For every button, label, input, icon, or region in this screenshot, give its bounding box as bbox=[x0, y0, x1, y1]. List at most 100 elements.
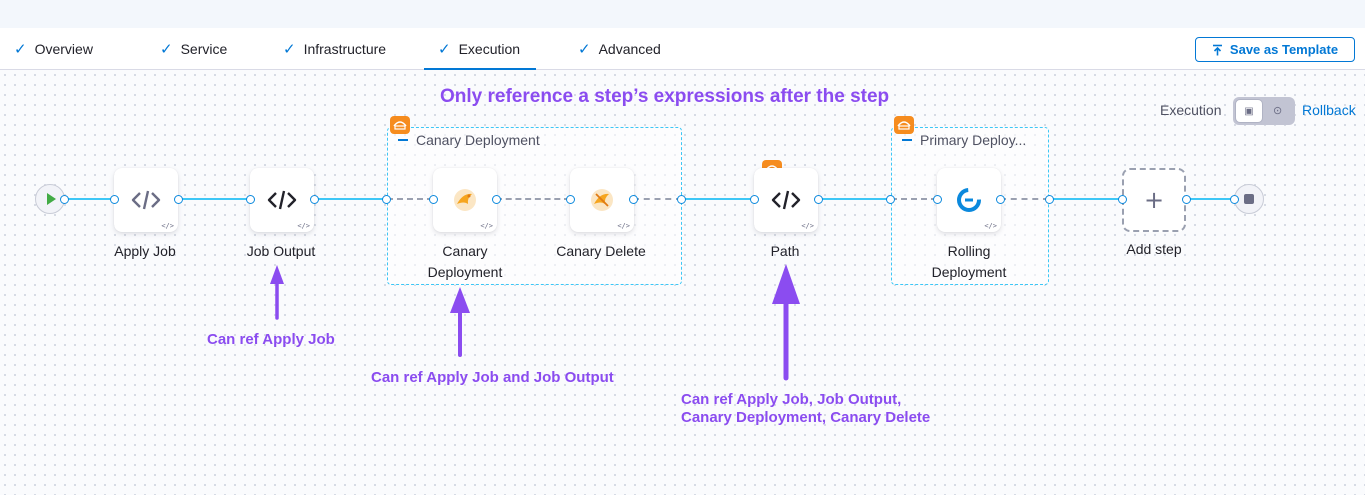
arrow-job-output bbox=[270, 265, 284, 320]
step-group-icon bbox=[390, 116, 410, 134]
save-as-template-button[interactable]: Save as Template bbox=[1195, 37, 1355, 62]
tab-infrastructure[interactable]: ✓ Infrastructure bbox=[283, 28, 386, 70]
rollback-view-icon: ⊙ bbox=[1273, 105, 1283, 117]
step-group-label: Canary Deployment bbox=[416, 132, 540, 148]
connector-port bbox=[629, 194, 638, 204]
execution-label: Execution bbox=[1160, 102, 1222, 118]
step-label-path: Path bbox=[770, 243, 800, 259]
canary-deploy-icon bbox=[454, 189, 476, 211]
step-group-label: Primary Deploy... bbox=[920, 132, 1027, 148]
step-label-canary-delete: Canary Delete bbox=[556, 243, 646, 259]
code-mini-icon: </> bbox=[480, 222, 493, 230]
tab-label: Infrastructure bbox=[303, 41, 387, 57]
code-mini-icon: </> bbox=[801, 222, 814, 230]
tab-label: Service bbox=[180, 41, 228, 57]
execution-view-icon: ▣ bbox=[1235, 99, 1263, 123]
step-label-apply-job: Apply Job bbox=[114, 243, 176, 259]
connector-port bbox=[246, 194, 255, 204]
connector-line-dashed bbox=[891, 198, 937, 200]
pipeline-tab-bar: ✓ Overview ✓ Service ✓ Infrastructure ✓ … bbox=[0, 28, 1365, 70]
step-group-title-canary: Canary Deployment bbox=[398, 132, 540, 148]
stop-icon bbox=[1244, 194, 1254, 204]
connector-port bbox=[492, 194, 501, 204]
annotation-job-output: Can ref Apply Job bbox=[207, 331, 335, 348]
connector-port bbox=[174, 194, 183, 204]
rollback-link[interactable]: Rollback bbox=[1302, 102, 1356, 118]
collapse-icon[interactable] bbox=[398, 139, 408, 141]
connector-port bbox=[996, 194, 1005, 204]
add-step-label: Add step bbox=[1126, 241, 1182, 257]
headline: Only reference a step’s expressions afte… bbox=[440, 86, 890, 107]
step-label-job-output: Job Output bbox=[246, 243, 316, 259]
connector-port bbox=[1182, 194, 1191, 204]
code-mini-icon: </> bbox=[161, 222, 174, 230]
save-as-template-label: Save as Template bbox=[1229, 42, 1339, 57]
tab-label: Execution bbox=[458, 41, 521, 57]
connector-line-dashed bbox=[496, 198, 570, 200]
connector-port bbox=[310, 194, 319, 204]
connector-port bbox=[1230, 194, 1239, 204]
tab-overview[interactable]: ✓ Overview bbox=[14, 28, 93, 70]
tab-label: Overview bbox=[34, 41, 93, 57]
connector-line-dashed bbox=[1000, 198, 1049, 200]
upload-icon bbox=[1212, 44, 1222, 55]
connector-line bbox=[1049, 198, 1122, 200]
connector-port bbox=[382, 194, 391, 204]
connector-port bbox=[814, 194, 823, 204]
connector-port bbox=[429, 194, 438, 204]
step-apply-job[interactable]: </> bbox=[114, 168, 178, 232]
connector-port bbox=[566, 194, 575, 204]
connector-port bbox=[1045, 194, 1054, 204]
canary-delete-icon bbox=[591, 189, 613, 211]
step-rolling-deployment[interactable]: </> bbox=[937, 168, 1001, 232]
step-canary-deployment[interactable]: </> bbox=[433, 168, 497, 232]
code-icon bbox=[771, 190, 801, 210]
step-label-rolling-deployment: Rolling Deployment bbox=[931, 243, 1007, 280]
tab-execution[interactable]: ✓ Execution bbox=[423, 28, 537, 70]
connector-port bbox=[750, 194, 759, 204]
execution-rollback-toggle[interactable]: ▣ ⊙ bbox=[1233, 97, 1295, 125]
check-icon: ✓ bbox=[438, 40, 451, 58]
connector-line bbox=[65, 198, 115, 200]
rolling-deploy-icon bbox=[957, 188, 981, 212]
connector-line-dashed bbox=[387, 198, 433, 200]
arrow-canary-group bbox=[450, 287, 470, 357]
check-icon: ✓ bbox=[160, 40, 173, 58]
step-group-icon bbox=[894, 116, 914, 134]
connector-line bbox=[1186, 198, 1234, 200]
code-mini-icon: </> bbox=[984, 222, 997, 230]
step-canary-delete[interactable]: </> bbox=[570, 168, 634, 232]
connector-port bbox=[110, 194, 119, 204]
code-mini-icon: </> bbox=[617, 222, 630, 230]
code-mini-icon: </> bbox=[297, 222, 310, 230]
connector-line-dashed bbox=[633, 198, 682, 200]
connector-port bbox=[886, 194, 895, 204]
connector-port bbox=[933, 194, 942, 204]
code-icon bbox=[267, 190, 297, 210]
plus-icon: + bbox=[1143, 186, 1165, 214]
connector-line bbox=[682, 198, 754, 200]
step-group-title-primary: Primary Deploy... bbox=[902, 132, 1026, 148]
step-job-output[interactable]: </> bbox=[250, 168, 314, 232]
annotation-canary: Can ref Apply Job and Job Output bbox=[371, 369, 614, 386]
check-icon: ✓ bbox=[283, 40, 296, 58]
step-path[interactable]: </> bbox=[754, 168, 818, 232]
arrow-path bbox=[772, 264, 800, 381]
tab-label: Advanced bbox=[598, 41, 661, 57]
connector-port bbox=[677, 194, 686, 204]
add-step-button[interactable]: + bbox=[1122, 168, 1186, 232]
step-label-canary-deployment: Canary Deployment bbox=[427, 243, 503, 280]
check-icon: ✓ bbox=[578, 40, 591, 58]
connector-port bbox=[1118, 194, 1127, 204]
check-icon: ✓ bbox=[14, 40, 27, 58]
annotation-path-line2: Canary Deployment, Canary Delete bbox=[681, 409, 931, 426]
connector-line bbox=[314, 198, 387, 200]
tab-advanced[interactable]: ✓ Advanced bbox=[578, 28, 661, 70]
code-icon bbox=[131, 190, 161, 210]
connector-line bbox=[818, 198, 891, 200]
tab-service[interactable]: ✓ Service bbox=[160, 28, 227, 70]
collapse-icon[interactable] bbox=[902, 139, 912, 141]
pipeline-end-node bbox=[1234, 184, 1264, 214]
top-strip bbox=[0, 0, 1365, 28]
